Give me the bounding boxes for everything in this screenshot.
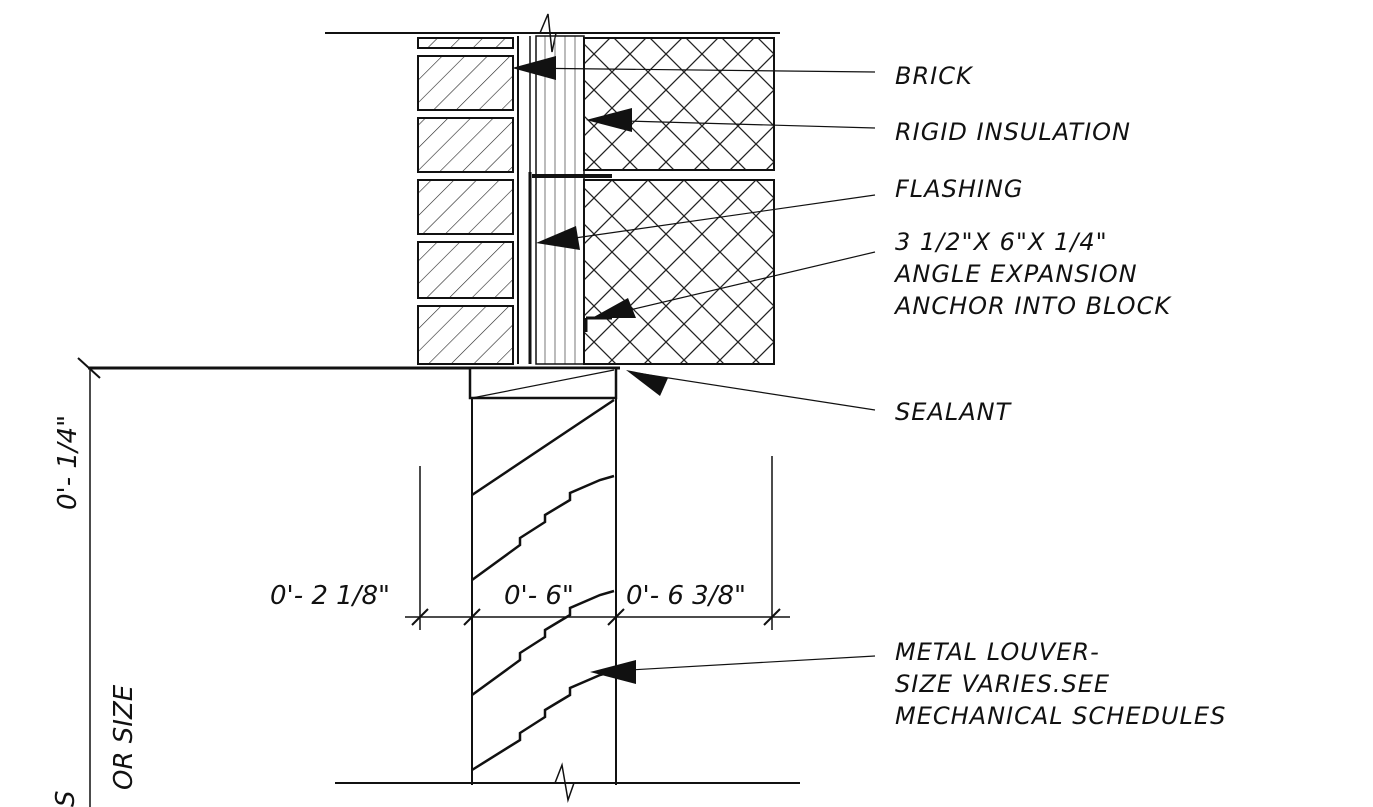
label-louver-line-3: MECHANICAL SCHEDULES xyxy=(895,702,1226,730)
concrete-block xyxy=(583,37,775,365)
brick-wythe xyxy=(417,37,514,365)
horizontal-dimension xyxy=(405,456,790,630)
label-rigid-insulation: RIGID INSULATION xyxy=(895,118,1131,146)
dimension-middle: 0'- 6" xyxy=(504,581,574,611)
label-louver-line-1: METAL LOUVER- xyxy=(895,638,1100,666)
label-angle-line-3: ANCHOR INTO BLOCK xyxy=(893,292,1172,320)
vertical-dimension xyxy=(77,357,101,807)
edge-text-s: S xyxy=(51,790,81,807)
louver-head xyxy=(468,366,618,400)
label-sealant: SEALANT xyxy=(895,398,1013,426)
label-angle-line-2: ANGLE EXPANSION xyxy=(893,260,1138,288)
label-flashing: FLASHING xyxy=(895,175,1024,203)
dimension-right: 0'- 6 3/8" xyxy=(626,581,746,611)
rigid-insulation-layer xyxy=(535,35,585,365)
label-brick: BRICK xyxy=(895,62,974,90)
bottom-break-line xyxy=(335,762,800,803)
metal-louver xyxy=(471,398,617,785)
leader-lines xyxy=(512,56,876,684)
edge-text-size: OR SIZE xyxy=(109,684,139,790)
dimension-left: 0'- 2 1/8" xyxy=(270,581,390,611)
cavity-air-space xyxy=(517,36,532,364)
dimension-vertical: 0'- 1/4" xyxy=(53,415,83,510)
label-angle-line-1: 3 1/2"X 6"X 1/4" xyxy=(895,228,1108,256)
label-louver-line-2: SIZE VARIES.SEE xyxy=(895,670,1110,698)
